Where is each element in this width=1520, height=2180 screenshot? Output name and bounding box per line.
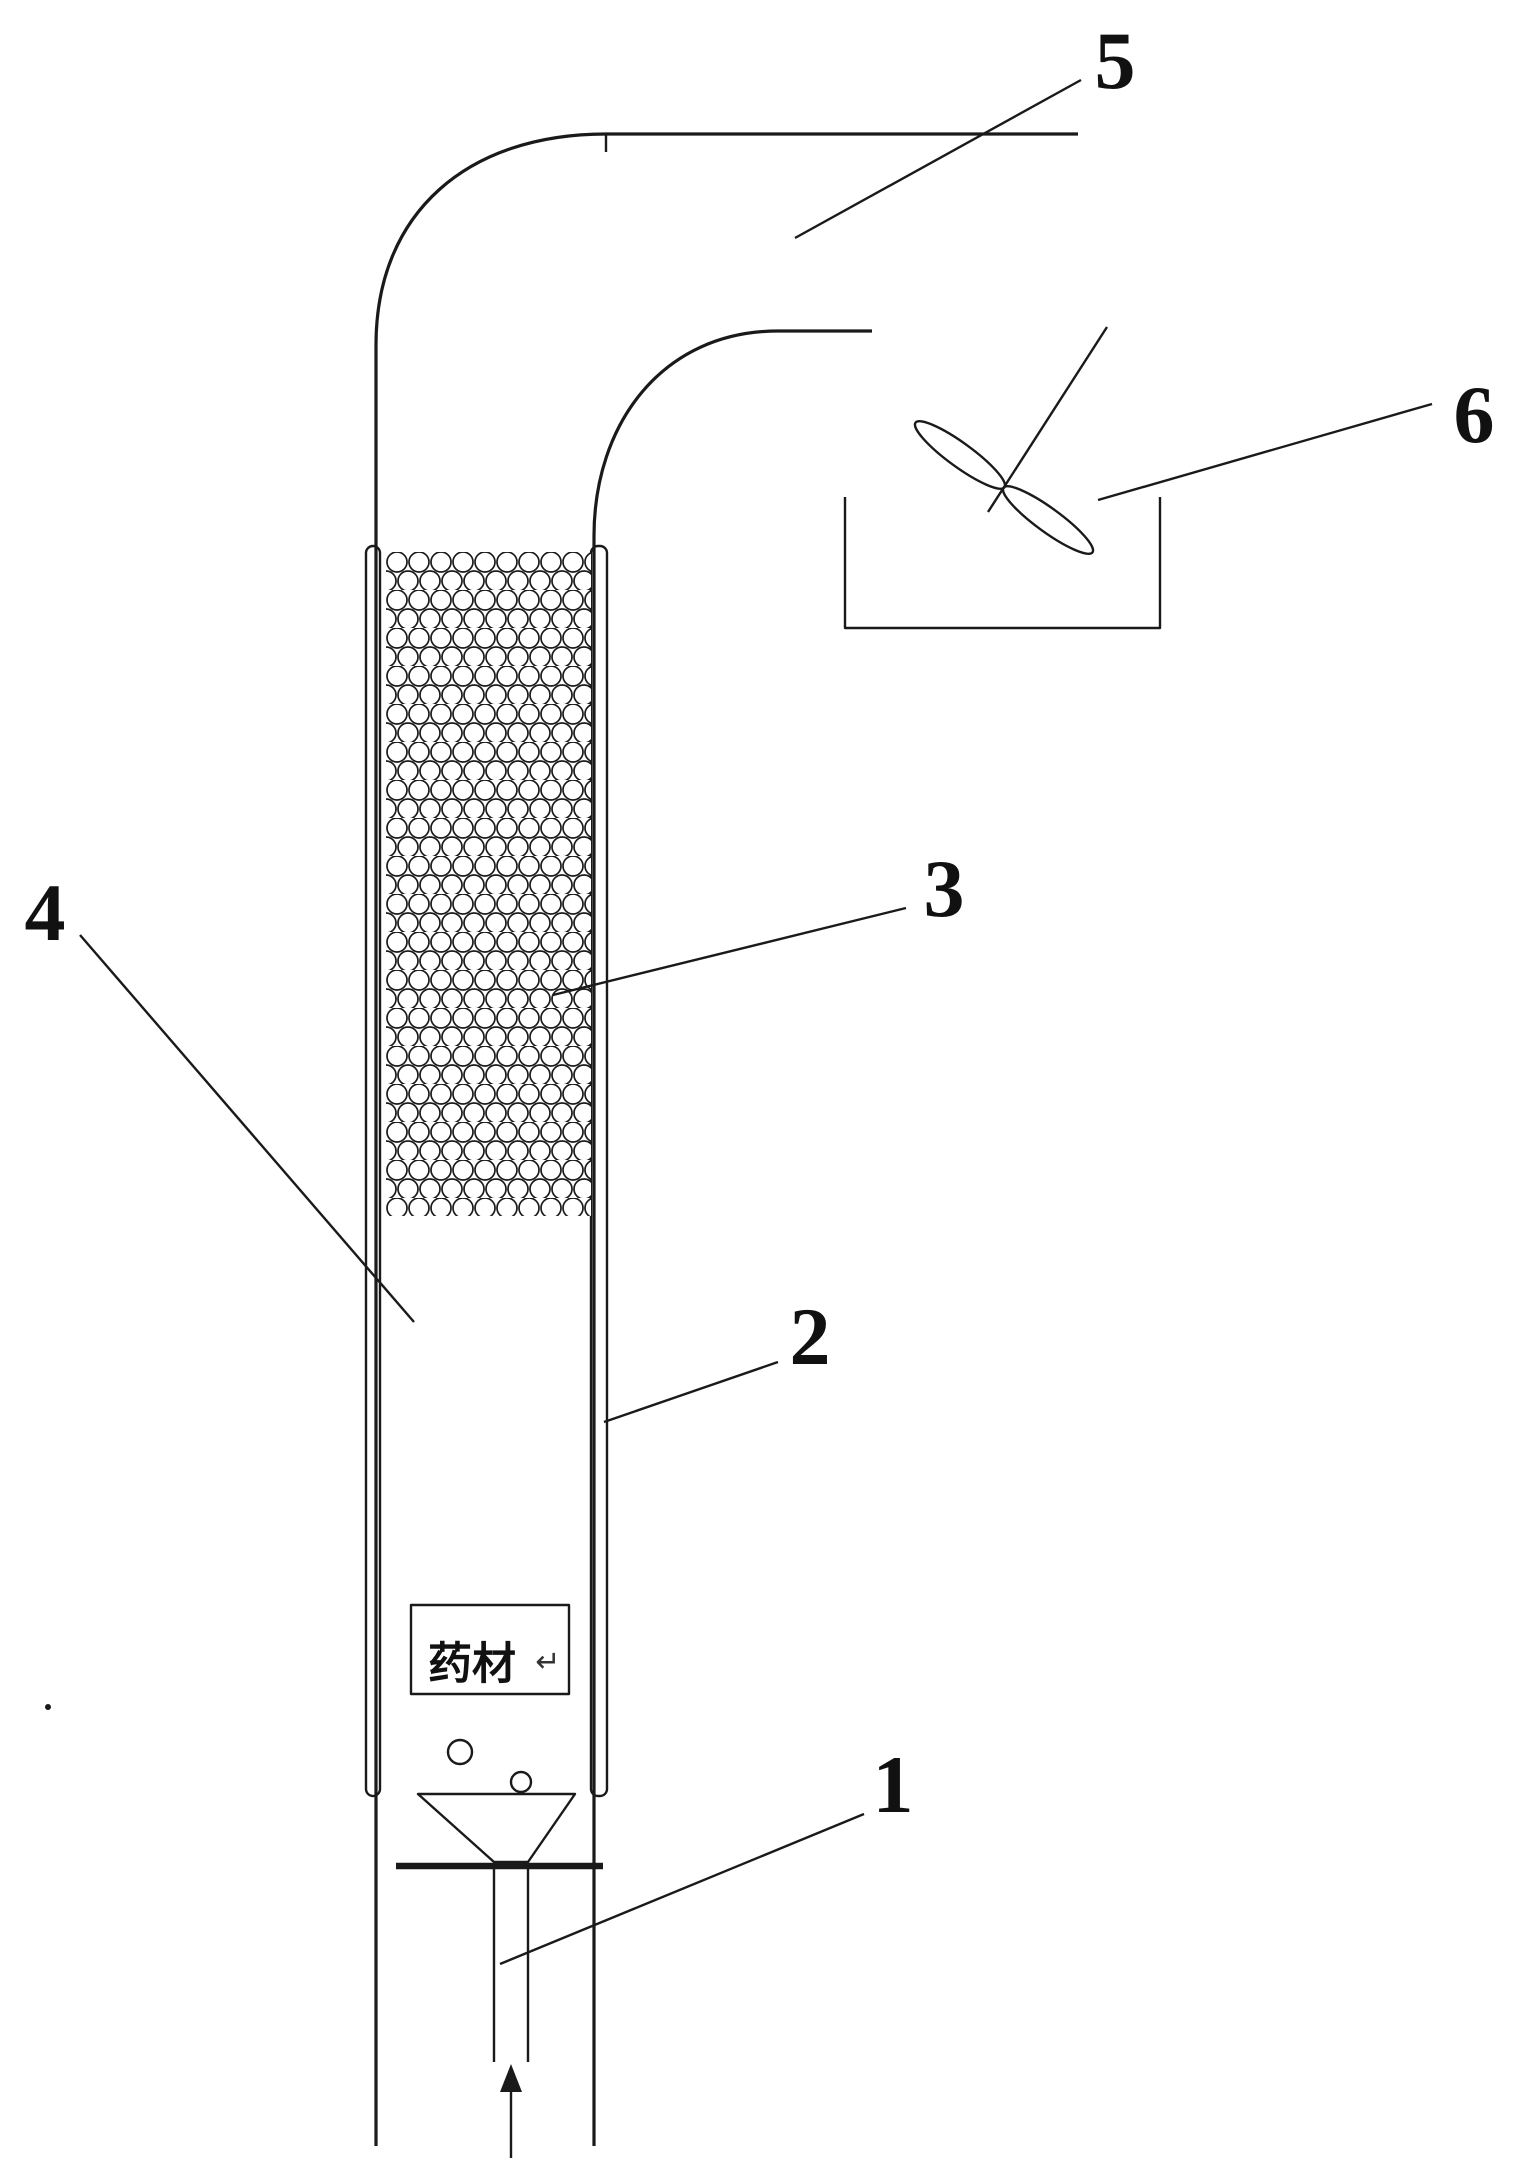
bubble-1 [446,1738,474,1766]
callout-label-6: 6 [1454,369,1495,460]
column-left-wall-and-outlet-outer [374,132,1078,2146]
funnel [416,1792,577,1864]
callout-label-2: 2 [790,1291,831,1382]
leader-line-2 [603,1360,779,1424]
fan-tank [843,497,1162,630]
callout-label-5: 5 [1095,15,1136,106]
material-box [409,1603,571,1696]
column-right-wall-and-outlet-inner [592,329,872,2146]
packing-bed [386,552,591,1216]
fan-shaft [986,326,1109,513]
leader-line-6 [1097,402,1433,502]
material-label: 药材 [428,1640,516,1689]
stray-dot [45,1704,51,1710]
leader-line-5 [794,78,1082,240]
left-wall-liner [364,544,382,1798]
leader-line-1 [499,1812,865,1966]
leader-line-3 [552,906,907,997]
callout-label-1: 1 [873,1739,914,1830]
fan-propeller-icon [913,420,1095,555]
material-return-mark: ↵ [535,1646,560,1679]
leader-line-4 [79,934,415,1323]
bubble-2 [509,1770,533,1794]
inlet-flow-arrow-icon [500,2064,522,2158]
callout-label-3: 3 [924,843,965,934]
callout-label-4: 4 [25,867,66,958]
